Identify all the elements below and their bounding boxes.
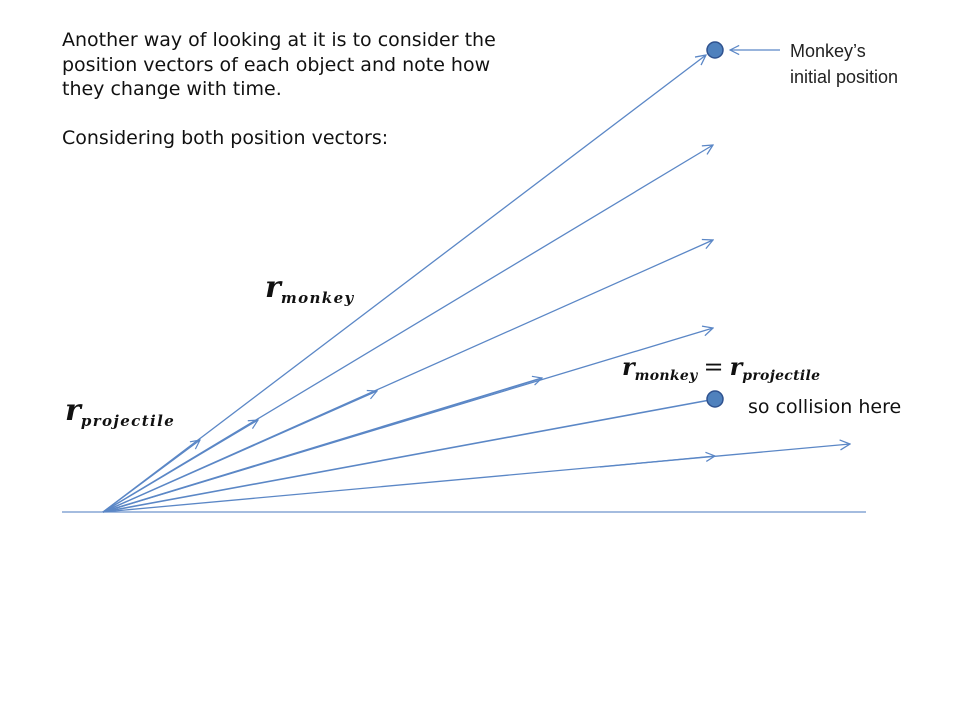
monkey-vector-2 [102, 145, 713, 513]
eq-r-projectile-symbol: r [729, 352, 743, 381]
eq-equals: = [703, 353, 724, 381]
monkey-vector-5 [102, 399, 711, 513]
projectile-vector-2 [102, 420, 258, 513]
callout-line-1: Monkey’s [790, 41, 866, 61]
eq-projectile-subscript: projectile [742, 368, 821, 384]
monkey-vector-1 [102, 55, 706, 513]
callout-line-2: initial position [790, 67, 899, 87]
r-projectile-subscript: projectile [80, 412, 176, 430]
collision-dot [706, 390, 724, 408]
collision-equation: rmonkey=rprojectile [622, 352, 821, 384]
r-monkey-label: rmonkey [265, 270, 355, 307]
projectile-vector-4 [102, 378, 542, 513]
projectile-vector-3 [102, 391, 377, 513]
lower-vector [102, 444, 850, 513]
initial-position-callout: Monkey’s initial position [790, 38, 950, 90]
r-monkey-subscript: monkey [280, 289, 355, 307]
monkey-initial-dot [706, 41, 724, 59]
r-projectile-label: rprojectile [65, 393, 176, 430]
intro-paragraph: Another way of looking at it is to consi… [62, 29, 496, 100]
eq-monkey-subscript: monkey [634, 368, 698, 384]
lower-vector-tick [599, 456, 715, 468]
intro-text: Another way of looking at it is to consi… [62, 28, 502, 150]
r-projectile-symbol: r [65, 393, 81, 428]
eq-r-monkey-symbol: r [622, 352, 635, 381]
collision-note: so collision here [748, 396, 902, 418]
r-monkey-symbol: r [265, 270, 281, 305]
intro-considering: Considering both position vectors: [62, 126, 389, 149]
projectile-vector-1 [102, 440, 200, 513]
